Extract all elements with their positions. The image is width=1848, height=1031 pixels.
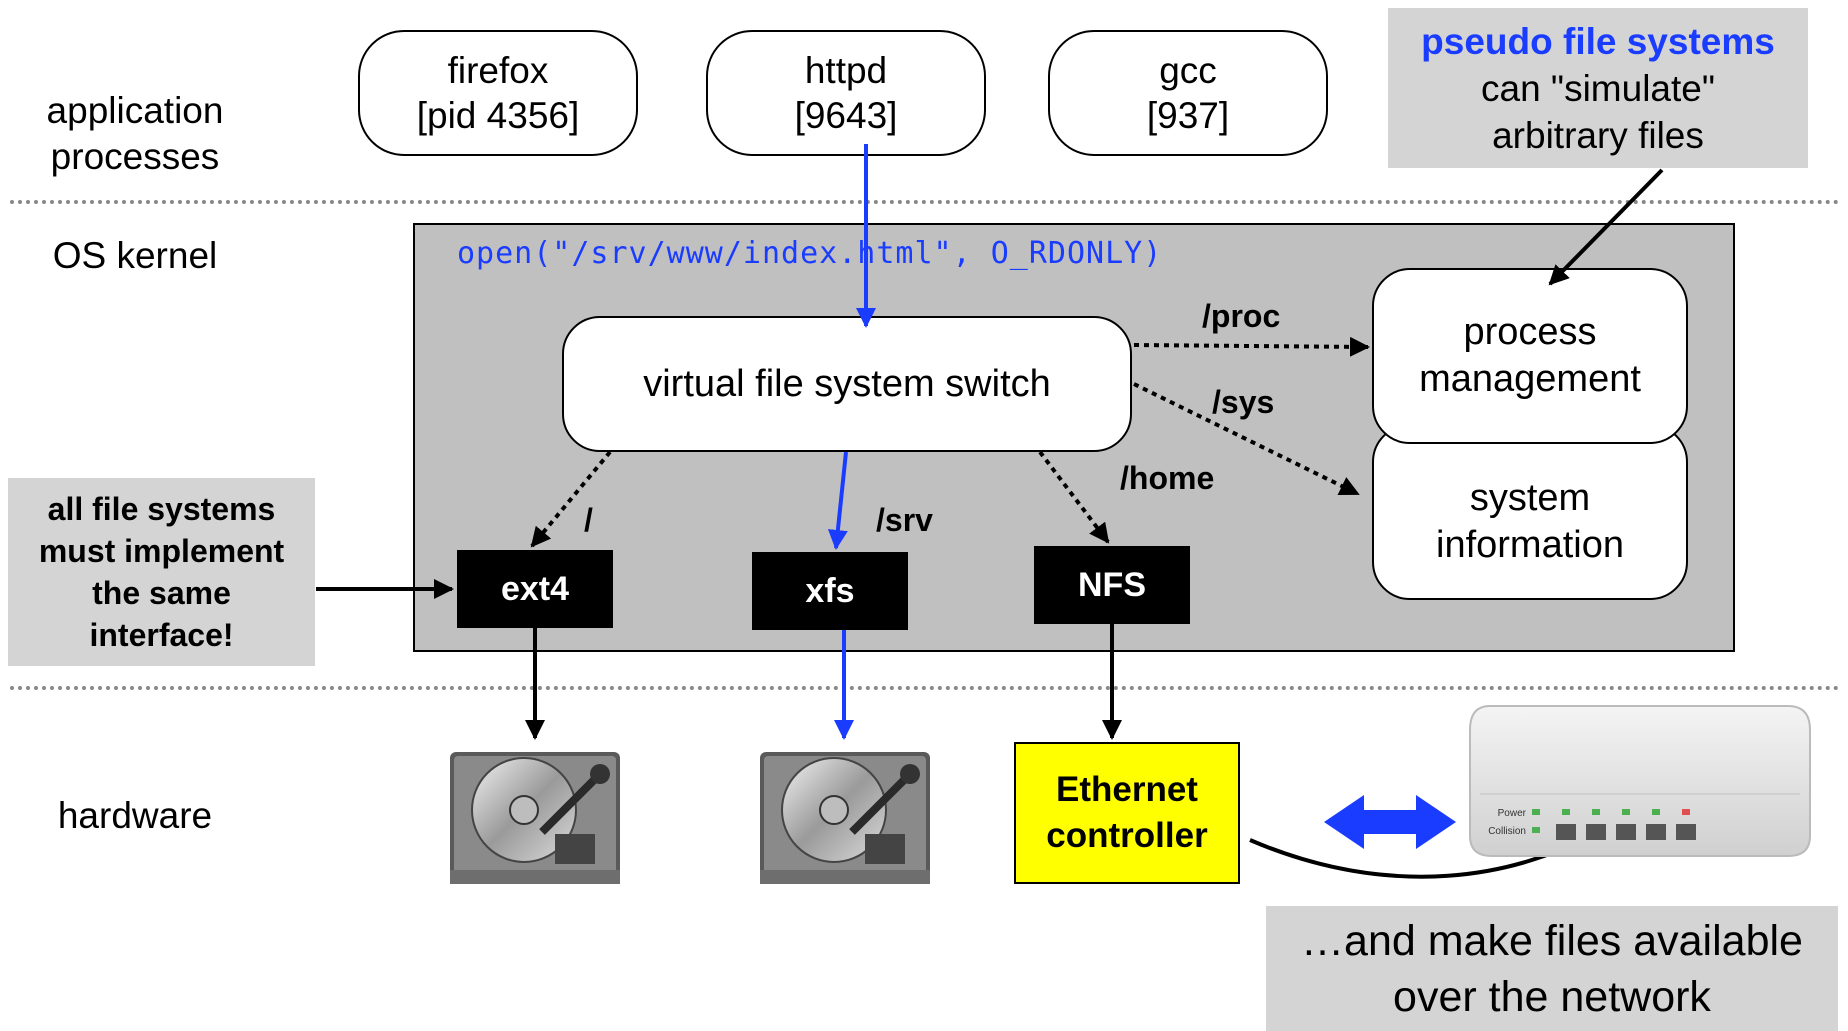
system-information-label: system information — [1436, 477, 1624, 566]
mount-home: /home — [1120, 460, 1215, 496]
arrow-note-to-process-management — [1548, 168, 1664, 286]
hard-disk-icon — [760, 752, 930, 884]
mount-sys: /sys — [1212, 384, 1275, 420]
network-note-text: …and make files available over the netwo… — [1301, 916, 1803, 1021]
process-name: gcc — [1159, 50, 1217, 91]
arrow-vfs-to-nfs — [1038, 450, 1110, 544]
mount-srv: /srv — [876, 502, 933, 538]
pseudo-fs-note: pseudo file systems can "simulate" arbit… — [1388, 8, 1808, 168]
process-management-label: process management — [1419, 311, 1641, 400]
ext4-box: ext4 — [457, 550, 613, 628]
process-gcc: gcc [937] — [1048, 30, 1328, 156]
syscall-text: open("/srv/www/index.html", O_RDONLY) — [457, 236, 1163, 271]
switch-power-label: Power — [1498, 808, 1527, 819]
process-pid: [9643] — [794, 95, 898, 136]
arrow-vfs-to-ext4 — [530, 450, 612, 548]
app-kernel-separator — [10, 200, 1840, 204]
hard-disk-icon — [450, 752, 620, 884]
switch-collision-label: Collision — [1488, 826, 1526, 837]
arrow-vfs-to-xfs — [827, 451, 848, 550]
xfs-box: xfs — [752, 552, 908, 630]
vfs-label: virtual file system switch — [643, 362, 1051, 405]
kernel-hardware-separator — [10, 686, 1840, 690]
process-name: httpd — [804, 50, 888, 91]
process-name: firefox — [447, 50, 549, 91]
bidirectional-arrow-icon — [1324, 795, 1456, 849]
mount-root: / — [584, 502, 593, 538]
ethernet-controller: Ethernet controller — [1014, 742, 1240, 884]
hardware-layer-label: hardware — [57, 795, 213, 836]
process-pid: [pid 4356] — [416, 95, 580, 136]
mount-proc: /proc — [1202, 298, 1281, 334]
nfs-box: NFS — [1034, 546, 1190, 624]
interface-note: all file systems must implement the same… — [8, 478, 315, 666]
application-layer-label: application processes — [46, 90, 224, 177]
arrow-vfs-to-system-information — [1133, 382, 1360, 496]
process-firefox: firefox [pid 4356] — [358, 30, 638, 156]
pseudo-fs-note-body: can "simulate" arbitrary files — [1481, 67, 1715, 156]
vfs-switch: virtual file system switch — [562, 316, 1132, 452]
network-note: …and make files available over the netwo… — [1266, 906, 1838, 1031]
pseudo-fs-note-title: pseudo file systems — [1421, 20, 1775, 62]
network-switch-icon: Power Collision — [1469, 705, 1811, 857]
kernel-layer-label: OS kernel — [52, 235, 218, 276]
process-pid: [937] — [1146, 95, 1230, 136]
ethernet-controller-label: Ethernet controller — [1046, 770, 1208, 855]
arrow-vfs-to-process-management — [1133, 336, 1370, 357]
process-management-box: process management — [1372, 268, 1688, 444]
system-information-box: system information — [1372, 424, 1688, 600]
interface-note-text: all file systems must implement the same… — [38, 491, 285, 653]
process-httpd: httpd [9643] — [706, 30, 986, 156]
